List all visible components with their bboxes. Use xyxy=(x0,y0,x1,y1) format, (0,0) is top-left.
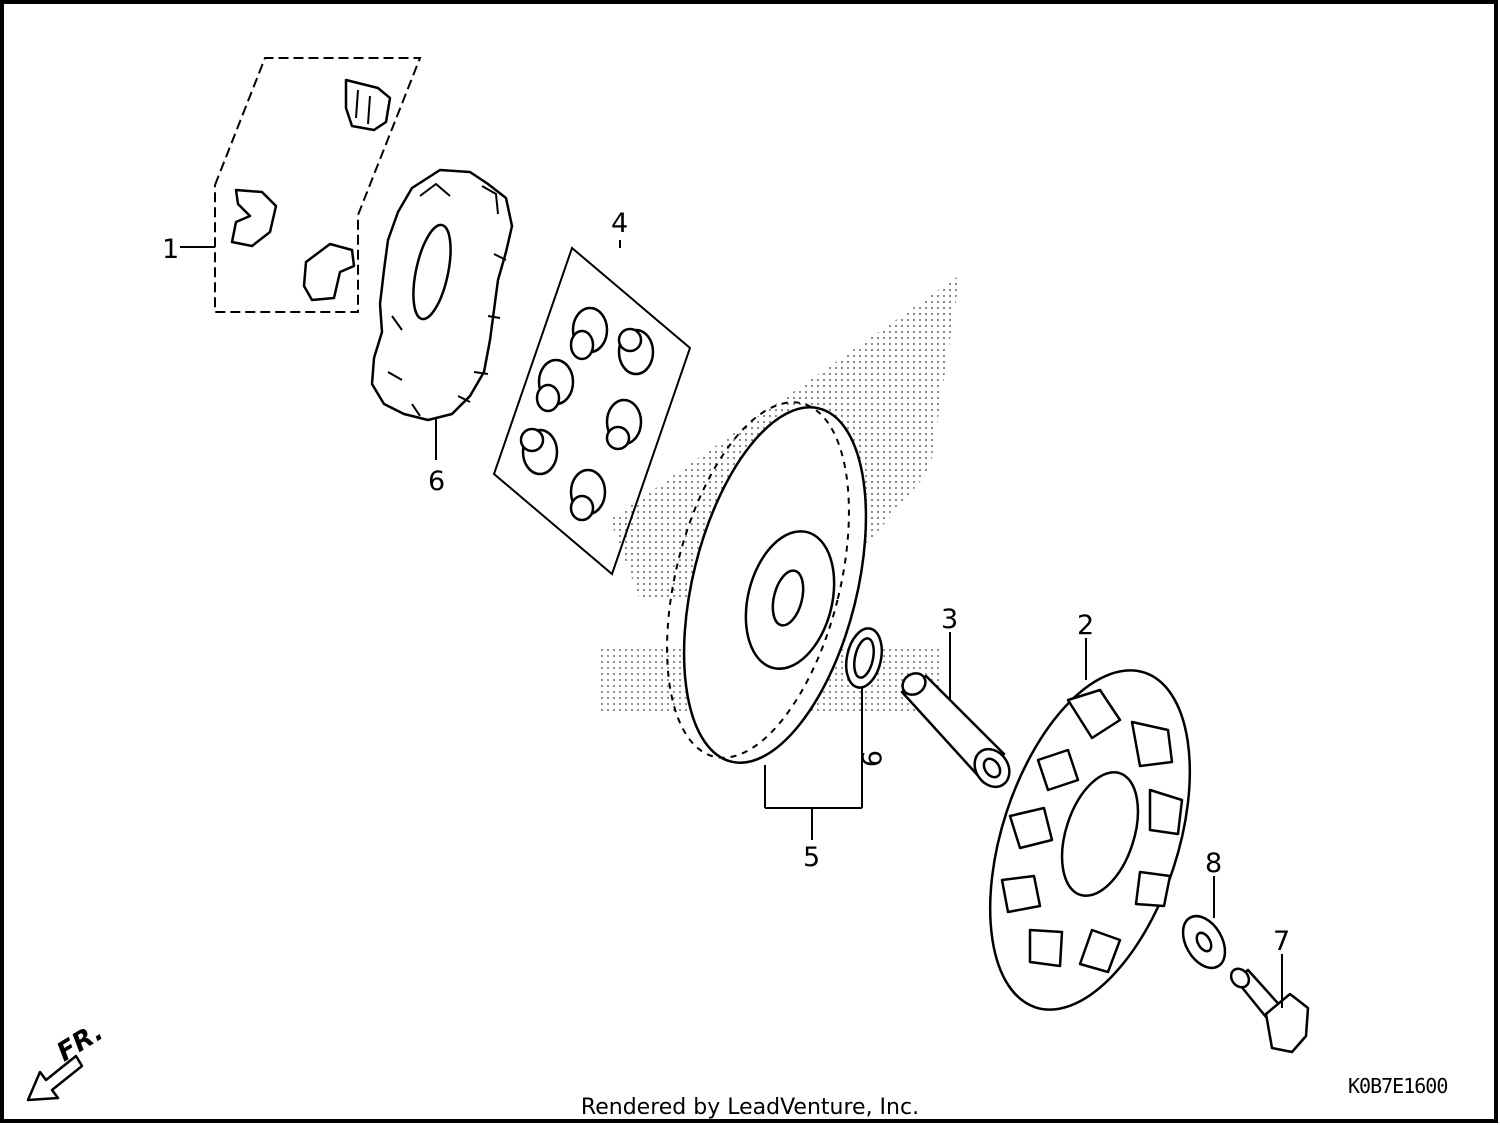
part-1-slide-pieces[interactable] xyxy=(214,57,422,313)
front-direction-arrow: FR. xyxy=(26,1017,109,1102)
direction-label: FR. xyxy=(52,1017,109,1068)
callout-9[interactable]: 9 xyxy=(855,750,886,767)
callout-2[interactable]: 2 xyxy=(1077,610,1094,641)
roller xyxy=(519,427,559,476)
part-9-seal-ring[interactable] xyxy=(841,625,887,691)
leader-lines xyxy=(180,240,1283,1008)
callouts: 1 4 6 3 2 9 5 8 7 xyxy=(162,208,1290,957)
callout-3[interactable]: 3 xyxy=(941,604,958,635)
roller xyxy=(535,358,575,413)
roller xyxy=(569,306,609,361)
callout-6[interactable]: 6 xyxy=(428,466,445,497)
part-2-drive-face[interactable] xyxy=(952,645,1228,1034)
part-3-collar[interactable] xyxy=(898,669,1016,794)
roller xyxy=(605,398,643,451)
part-6-ramp-plate[interactable] xyxy=(370,168,514,422)
footer-credit: Rendered by LeadVenture, Inc. xyxy=(581,1095,919,1120)
callout-7[interactable]: 7 xyxy=(1273,926,1290,957)
callout-5[interactable]: 5 xyxy=(803,842,820,873)
part-5-movable-drive-face[interactable] xyxy=(634,384,898,782)
callout-4[interactable]: 4 xyxy=(611,208,628,239)
roller xyxy=(569,468,607,522)
part-7-bolt[interactable] xyxy=(1227,965,1310,1054)
drawing-code: K0B7E1600 xyxy=(1348,1074,1447,1098)
part-8-washer[interactable] xyxy=(1174,909,1233,975)
callout-1[interactable]: 1 xyxy=(162,234,179,265)
callout-8[interactable]: 8 xyxy=(1205,848,1222,879)
part-4-rollers[interactable] xyxy=(492,246,692,576)
roller xyxy=(617,327,655,376)
